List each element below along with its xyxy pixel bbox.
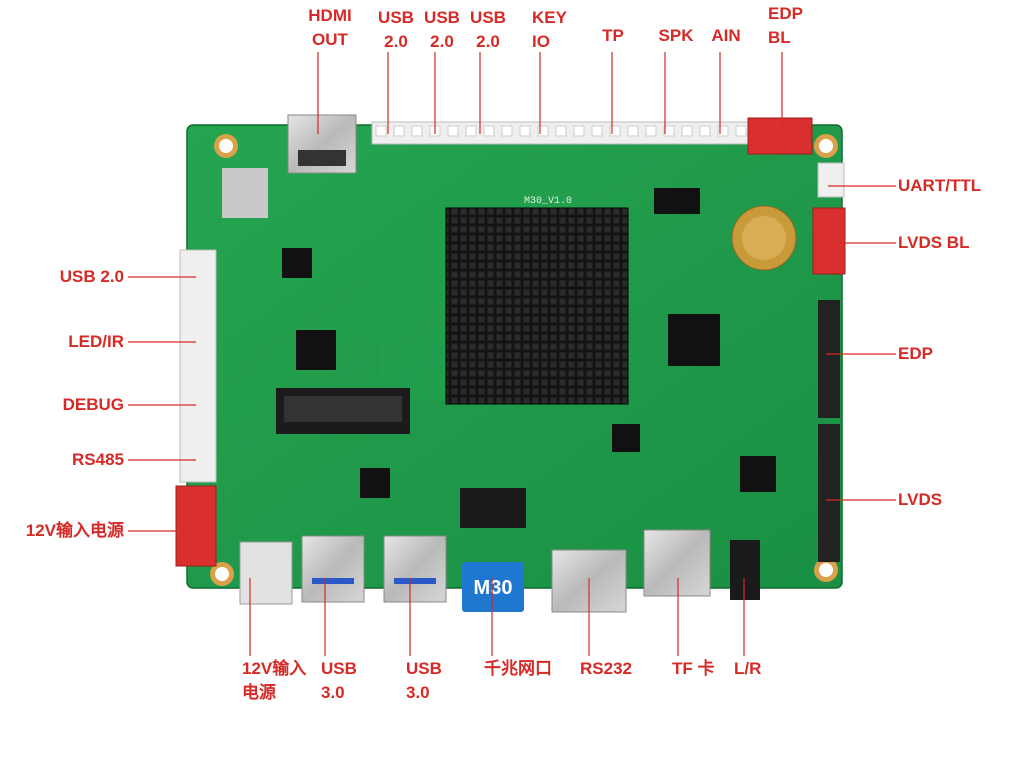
lvds-header <box>818 424 840 562</box>
label-led-ir-text: LED/IR <box>68 332 124 351</box>
label-lr: L/R <box>734 657 761 681</box>
label-usb30-a-line2: 3.0 <box>321 683 345 702</box>
label-usb30-b: USB 3.0 <box>406 657 442 705</box>
m2-slot <box>276 388 410 434</box>
label-lvds-text: LVDS <box>898 490 943 509</box>
label-led-ir: LED/IR <box>4 330 124 354</box>
label-lvds-bl: LVDS BL <box>898 231 969 255</box>
label-power-12v-left: 12V输入电源 <box>4 519 124 543</box>
audio-jack <box>730 540 760 600</box>
label-key-io-line2: IO <box>532 32 550 51</box>
dc-jack <box>239 541 293 605</box>
label-spk: SPK <box>652 24 700 48</box>
label-power-12v-bottom: 12V输入 电源 <box>242 657 306 705</box>
left-connectors <box>179 249 217 483</box>
label-usb20-a-line1: USB <box>378 8 414 27</box>
heatsink <box>445 207 629 405</box>
label-usb30-b-line1: USB <box>406 659 442 678</box>
label-usb30-a-line1: USB <box>321 659 357 678</box>
label-rs485: RS485 <box>4 448 124 472</box>
label-usb30-a: USB 3.0 <box>321 657 357 705</box>
top-connector-pins <box>375 125 747 137</box>
hdmi-port <box>287 114 357 174</box>
label-lvds: LVDS <box>898 488 942 512</box>
uart-connector <box>817 162 845 198</box>
label-usb20-left-text: USB 2.0 <box>59 267 124 286</box>
label-gigabit-lan-text: 千兆网口 <box>484 659 552 678</box>
label-debug: DEBUG <box>4 393 124 417</box>
label-usb20-b: USB 2.0 <box>420 6 464 54</box>
label-spk-text: SPK <box>658 26 694 45</box>
label-power-12v-bottom-line1: 12V输入 <box>242 659 307 678</box>
label-key-io-line1: KEY <box>532 8 567 27</box>
label-usb20-c-line1: USB <box>470 8 506 27</box>
silkscreen-text: M30_V1.0 <box>524 196 572 207</box>
label-ain: AIN <box>704 24 748 48</box>
label-usb20-left: USB 2.0 <box>4 265 124 289</box>
label-tf-card-text: TF 卡 <box>672 659 715 678</box>
label-usb20-b-line2: 2.0 <box>430 32 454 51</box>
leader-lines <box>128 52 896 656</box>
tf-card-slot <box>643 529 711 597</box>
mounting-holes <box>210 134 838 586</box>
label-edp-bl-line1: EDP <box>768 4 803 23</box>
coin-cell <box>731 205 797 271</box>
label-power-12v-bottom-line2: 电源 <box>242 683 276 702</box>
label-tf-card: TF 卡 <box>672 657 715 681</box>
label-debug-text: DEBUG <box>62 395 124 414</box>
lan-badge: M30 <box>462 562 524 612</box>
label-ain-text: AIN <box>711 26 741 45</box>
chips <box>222 168 776 528</box>
label-rs485-text: RS485 <box>72 450 124 469</box>
usb30-port-2 <box>383 535 447 603</box>
edp-header <box>818 300 840 418</box>
label-rs232: RS232 <box>580 657 632 681</box>
label-usb20-c: USB 2.0 <box>466 6 510 54</box>
label-hdmi-out-line2: OUT <box>312 30 348 49</box>
label-usb20-a-line2: 2.0 <box>384 32 408 51</box>
label-usb20-a: USB 2.0 <box>374 6 418 54</box>
label-hdmi-out: HDMI OUT <box>306 4 354 52</box>
label-rs232-text: RS232 <box>580 659 632 678</box>
usb30-port-1 <box>301 535 365 603</box>
label-key-io: KEY IO <box>532 6 567 54</box>
m30-badge-text: M30 <box>474 577 513 599</box>
label-uart-ttl: UART/TTL <box>898 174 981 198</box>
label-power-12v-left-text: 12V输入电源 <box>25 521 124 540</box>
label-usb20-c-line2: 2.0 <box>476 32 500 51</box>
label-gigabit-lan: 千兆网口 <box>484 657 552 681</box>
label-edp-bl-line2: BL <box>768 28 791 47</box>
label-uart-ttl-text: UART/TTL <box>898 176 982 195</box>
label-lr-text: L/R <box>734 659 762 678</box>
label-edp-bl: EDP BL <box>768 2 803 50</box>
power-connector-left <box>175 485 217 567</box>
label-lvds-bl-text: LVDS BL <box>898 233 970 252</box>
label-edp-text: EDP <box>898 344 933 363</box>
label-tp-text: TP <box>602 26 624 45</box>
label-hdmi-out-line1: HDMI <box>308 6 352 25</box>
lvds-bl-connector <box>812 207 846 275</box>
label-usb20-b-line1: USB <box>424 8 460 27</box>
edp-bl-connector <box>747 117 813 155</box>
label-usb30-b-line2: 3.0 <box>406 683 430 702</box>
label-edp: EDP <box>898 342 933 366</box>
label-tp: TP <box>592 24 634 48</box>
